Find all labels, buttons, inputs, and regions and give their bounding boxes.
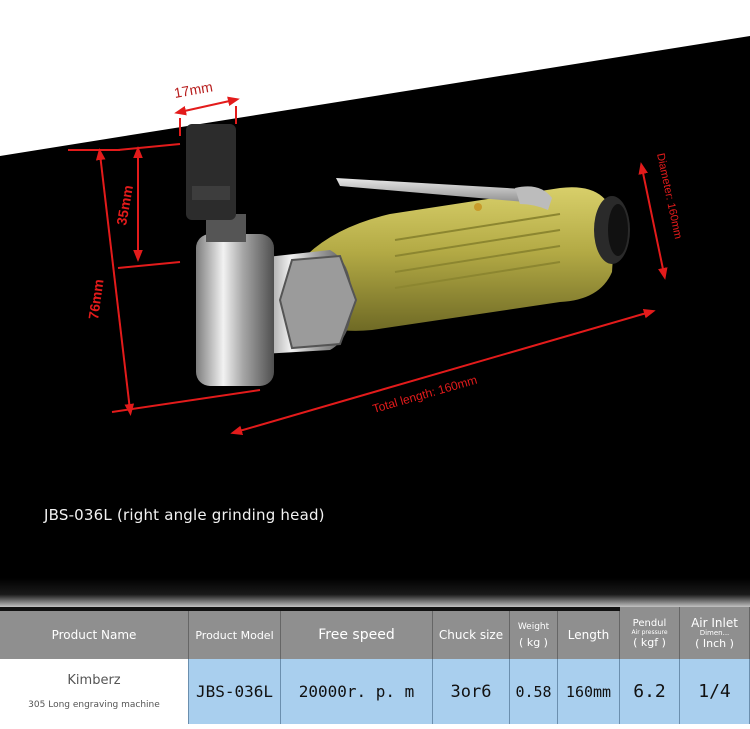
header-air-inlet: Air Inlet Dimen... ( Inch ) bbox=[680, 607, 750, 659]
header-product-model: Product Model bbox=[189, 611, 281, 659]
header-air-inlet-label: Air Inlet bbox=[691, 616, 738, 630]
value-chuck: 3or6 bbox=[433, 659, 510, 724]
head-height-label: 35mm bbox=[113, 184, 136, 227]
value-length: 160mm bbox=[558, 659, 620, 724]
product-name-sub: 305 Long engraving machine bbox=[28, 700, 160, 710]
header-weight-label: Weight bbox=[517, 621, 550, 632]
header-chuck-size: Chuck size bbox=[433, 611, 510, 659]
product-caption: JBS-036L (right angle grinding head) bbox=[44, 506, 325, 524]
header-pendul: Pendul Air pressure ( kgf ) bbox=[620, 607, 680, 659]
header-dimension: Dimen... bbox=[699, 629, 730, 637]
value-model: JBS-036L bbox=[189, 659, 281, 724]
header-inch: ( Inch ) bbox=[695, 637, 734, 650]
product-name: Kimberz bbox=[67, 673, 121, 688]
value-product-name: Kimberz 305 Long engraving machine bbox=[0, 659, 189, 724]
header-length: Length bbox=[558, 611, 620, 659]
dimension-lines bbox=[68, 96, 668, 435]
header-pendul-label: Pendul bbox=[632, 617, 667, 629]
header-air-pressure: Air pressure bbox=[631, 628, 668, 636]
header-weight-unit: ( kg ) bbox=[519, 635, 548, 649]
header-product-name: Product Name bbox=[0, 611, 189, 659]
header-weight: Weight ( kg ) bbox=[510, 611, 558, 659]
header-kgf: ( kgf ) bbox=[633, 635, 666, 649]
grinder-body bbox=[300, 178, 630, 331]
value-weight: 0.58 bbox=[510, 659, 558, 724]
spec-table: Product Name Product Model Free speed Ch… bbox=[0, 607, 750, 724]
value-inlet: 1/4 bbox=[680, 659, 750, 724]
head-width-label: 17mm bbox=[173, 78, 214, 101]
value-speed: 20000r. p. m bbox=[281, 659, 433, 724]
total-height-label: 76mm bbox=[85, 278, 106, 320]
header-free-speed: Free speed bbox=[281, 611, 433, 659]
value-pressure: 6.2 bbox=[620, 659, 680, 724]
